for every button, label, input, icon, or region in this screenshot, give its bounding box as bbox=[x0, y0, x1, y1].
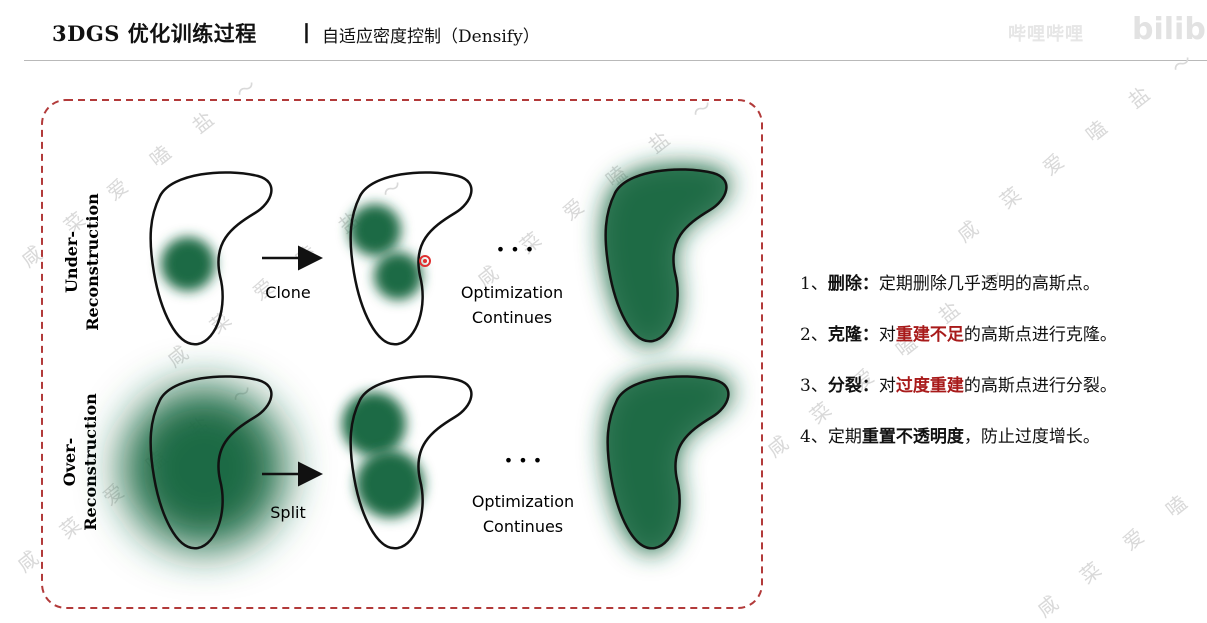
row-label-over: Over- Reconstruction bbox=[60, 393, 100, 531]
clone-label: Clone bbox=[265, 283, 310, 302]
note-text: 对 bbox=[878, 325, 896, 345]
notes-list: 1、删除：定期删除几乎透明的高斯点。 2、克隆：对重建不足的高斯点进行克隆。 3… bbox=[800, 266, 1117, 470]
note-bold: 重置不透明度 bbox=[861, 427, 964, 447]
gaussian-blob bbox=[342, 392, 406, 456]
over-step3 bbox=[604, 372, 732, 553]
note-heading: 删除： bbox=[827, 274, 879, 294]
continues-label-1: Continues bbox=[472, 308, 552, 327]
cursor-marker bbox=[419, 255, 431, 267]
title-bar: 3DGS 优化训练过程 丨 自适应密度控制（Densify） 哔哩哔哩 bili… bbox=[0, 0, 1207, 62]
note-number: 4、 bbox=[800, 427, 828, 447]
note-number: 3、 bbox=[800, 376, 828, 396]
diagram-border bbox=[41, 99, 763, 609]
note-heading: 克隆： bbox=[827, 325, 879, 345]
optimization-label-2: Optimization bbox=[472, 492, 574, 511]
gaussian-blob bbox=[349, 204, 401, 256]
over-label-line2: Reconstruction bbox=[81, 393, 100, 531]
note-number: 1、 bbox=[800, 274, 828, 294]
note-item: 3、分裂：对过度重建的高斯点进行分裂。 bbox=[800, 368, 1117, 419]
optimization-label-1: Optimization bbox=[461, 283, 563, 302]
ellipsis-2: • • • bbox=[504, 451, 542, 470]
note-item: 1、删除：定期删除几乎透明的高斯点。 bbox=[800, 266, 1117, 317]
ellipsis-1: • • • bbox=[496, 240, 534, 259]
bilibili-logo: bilib bbox=[1132, 12, 1206, 47]
note-text: ，防止过度增长。 bbox=[963, 427, 1100, 447]
note-highlight: 过度重建 bbox=[895, 376, 964, 396]
title-separator: 丨 bbox=[296, 21, 317, 46]
under-label-line1: Under- bbox=[62, 231, 81, 293]
under-label-line2: Reconstruction bbox=[83, 193, 102, 331]
over-step2 bbox=[342, 375, 473, 550]
gaussian-blob bbox=[122, 386, 286, 550]
note-highlight: 重建不足 bbox=[895, 325, 964, 345]
over-label-line1: Over- bbox=[60, 438, 79, 486]
under-step1 bbox=[149, 171, 273, 346]
continues-label-2: Continues bbox=[483, 517, 563, 536]
page-subtitle: 自适应密度控制（Densify） bbox=[322, 27, 540, 47]
note-item: 2、克隆：对重建不足的高斯点进行克隆。 bbox=[800, 317, 1117, 368]
under-step3 bbox=[602, 165, 730, 346]
split-label: Split bbox=[270, 503, 305, 522]
note-item: 4、定期重置不透明度，防止过度增长。 bbox=[800, 419, 1117, 470]
note-text: 定期删除几乎透明的高斯点。 bbox=[878, 274, 1100, 294]
note-text: 定期 bbox=[827, 427, 862, 447]
title-divider bbox=[24, 60, 1207, 61]
note-heading: 分裂： bbox=[827, 376, 879, 396]
page-title: 3DGS 优化训练过程 bbox=[52, 21, 257, 46]
note-text: 的高斯点进行分裂。 bbox=[963, 376, 1117, 396]
note-number: 2、 bbox=[800, 325, 828, 345]
over-step1 bbox=[122, 375, 286, 550]
under-step2 bbox=[349, 171, 473, 346]
row-label-under: Under- Reconstruction bbox=[62, 193, 102, 331]
gaussian-blob bbox=[374, 252, 422, 300]
gaussian-blob bbox=[356, 450, 424, 518]
video-logo-text: 哔哩哔哩 bbox=[1008, 24, 1084, 45]
note-text: 对 bbox=[878, 376, 896, 396]
gaussian-blob bbox=[161, 237, 215, 291]
note-text: 的高斯点进行克隆。 bbox=[963, 325, 1117, 345]
